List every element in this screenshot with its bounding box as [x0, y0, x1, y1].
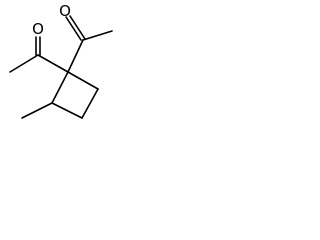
bond-left-ketone-methyl — [9, 54, 39, 73]
oxygen-label-left: O — [32, 20, 44, 38]
structure-svg: O O — [9, 2, 113, 119]
bond-ring-left — [51, 71, 69, 104]
bond-right-ketone-methyl — [82, 30, 113, 41]
bond-ring-top — [67, 71, 99, 90]
molecule-canvas: O O — [0, 0, 130, 136]
bond-left-ketone-to-ring — [37, 54, 69, 73]
oxygen-label-right: O — [59, 2, 71, 20]
bond-ring-right — [81, 88, 99, 119]
bond-right-carbonyl-1 — [65, 16, 82, 41]
bond-right-ketone-to-ring — [67, 39, 84, 73]
bond-right-carbonyl-2 — [69, 15, 86, 40]
bond-ring-bottom — [51, 102, 83, 119]
bond-methyl-substituent — [21, 102, 53, 119]
